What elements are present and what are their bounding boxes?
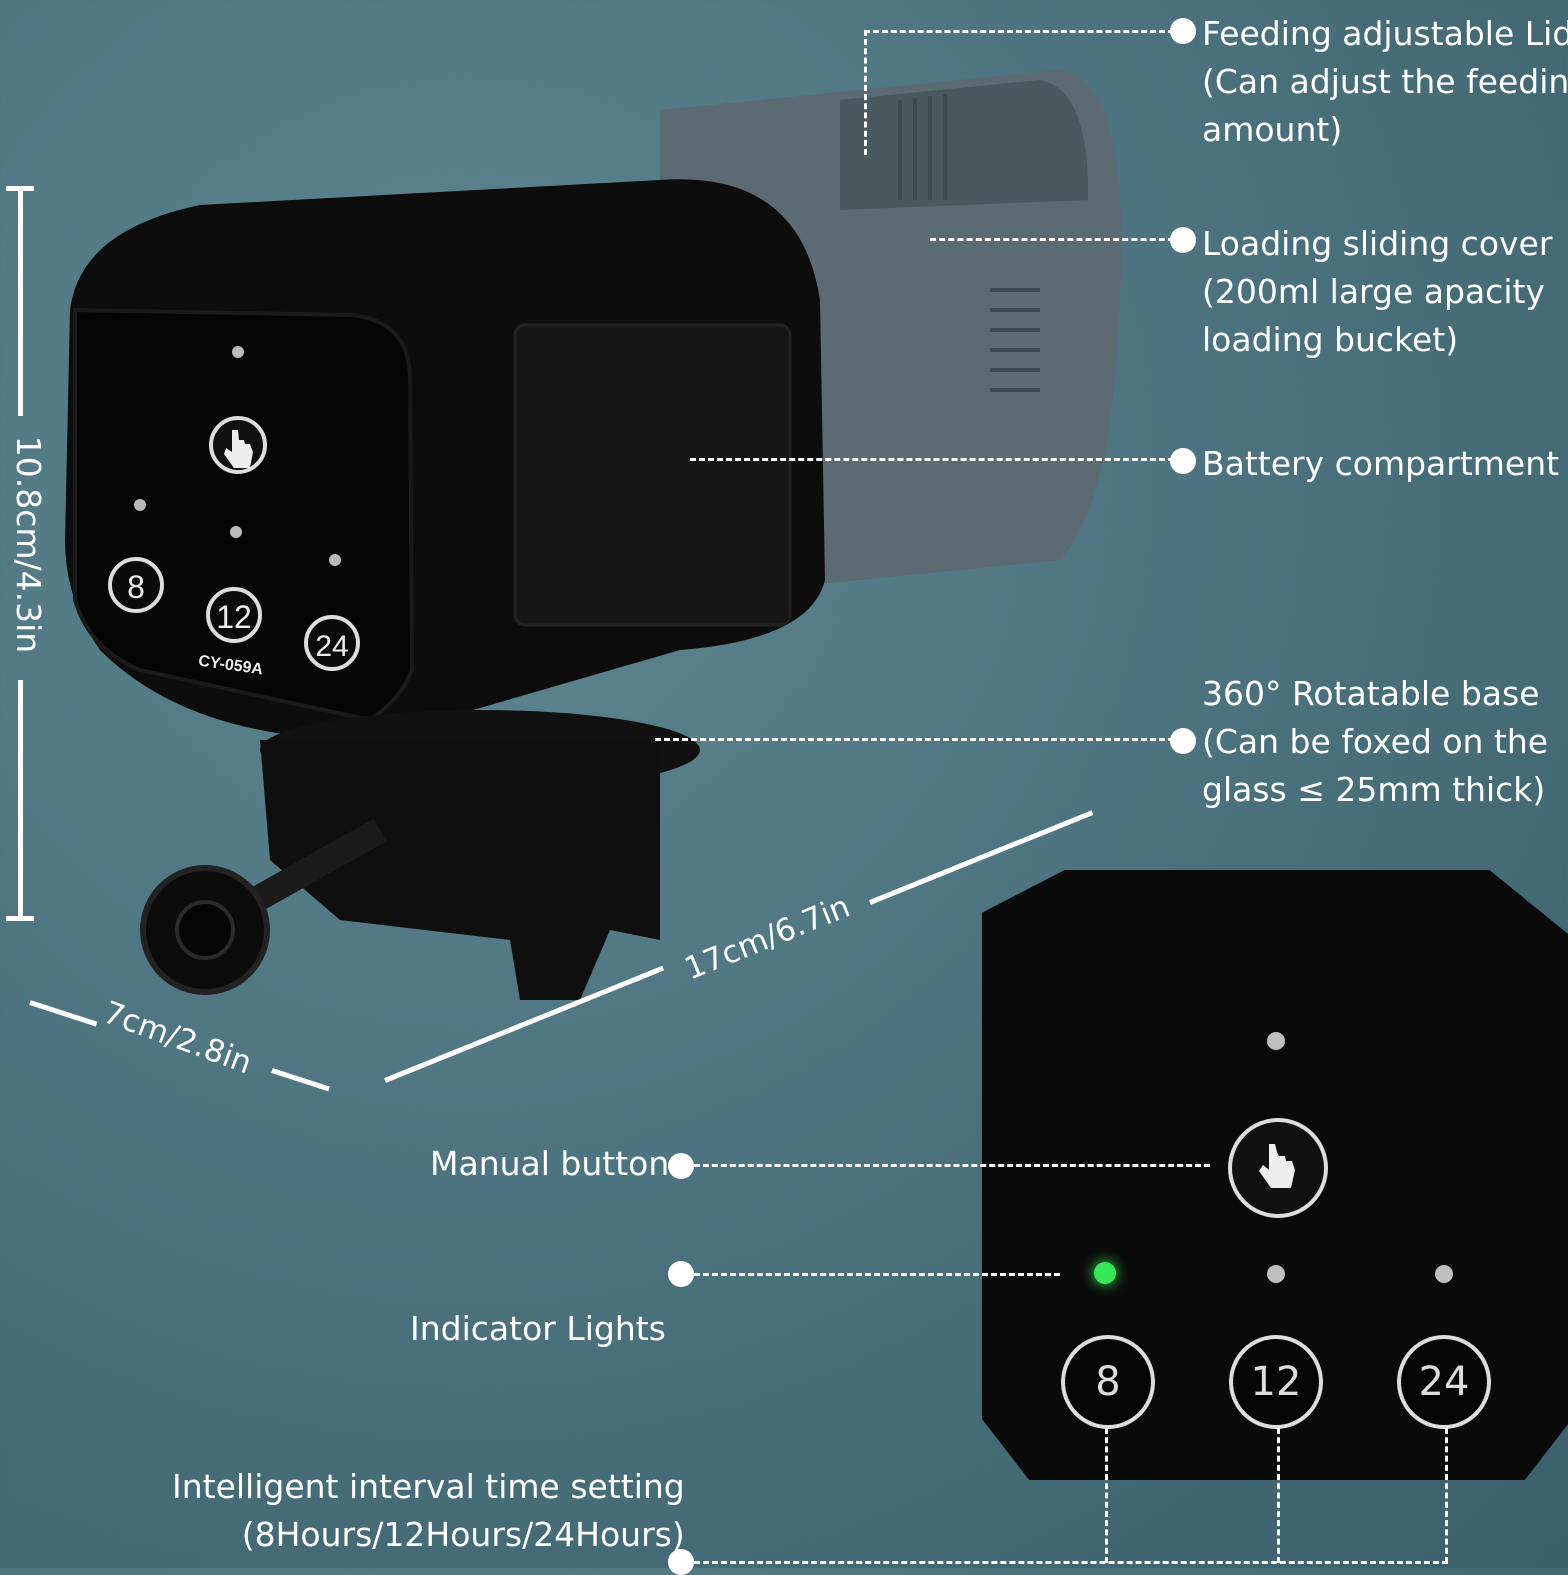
- manual-connector: [694, 1164, 1210, 1167]
- panel-button-24-label: 24: [1418, 1359, 1470, 1405]
- interval-connector-24: [1445, 1428, 1448, 1563]
- indicator-connector: [694, 1273, 1060, 1276]
- lid-dot: [1170, 18, 1196, 44]
- panel-led-12: [1267, 1265, 1285, 1283]
- device-led-8: [134, 499, 146, 511]
- panel-button-12-label: 12: [1250, 1359, 1302, 1405]
- lid-connector: [864, 30, 1174, 33]
- device-led-24: [329, 554, 341, 566]
- cover-desc-1: (200ml large apacity: [1202, 272, 1545, 311]
- panel-button-8-label: 8: [1095, 1359, 1121, 1405]
- battery-connector: [690, 458, 1174, 461]
- cover-title: Loading sliding cover: [1202, 224, 1553, 263]
- interval-connector: [694, 1561, 1448, 1564]
- battery-dot: [1170, 448, 1196, 474]
- lid-connector-vertical: [864, 30, 867, 155]
- device-button-24-label: 24: [315, 630, 348, 663]
- interval-callout: Intelligent interval time setting (8Hour…: [172, 1463, 685, 1559]
- lid-callout: Feeding adjustable Lid (Can adjust the f…: [1202, 10, 1568, 154]
- device-led-top: [232, 346, 244, 358]
- battery-callout: Battery compartment: [1202, 440, 1559, 488]
- device-led-12: [230, 526, 242, 538]
- base-connector: [655, 738, 1174, 741]
- base-title: 360° Rotatable base: [1202, 674, 1540, 713]
- interval-title: Intelligent interval time setting: [172, 1467, 685, 1506]
- panel-button-24[interactable]: 24: [1397, 1335, 1491, 1429]
- panel-led-top: [1267, 1032, 1285, 1050]
- cover-connector: [930, 238, 1174, 241]
- interval-connector-8: [1105, 1428, 1108, 1563]
- battery-title: Battery compartment: [1202, 444, 1560, 483]
- hand-pointer-icon: [1259, 1144, 1295, 1188]
- interval-desc: (8Hours/12Hours/24Hours): [241, 1515, 685, 1554]
- manual-dot: [668, 1153, 694, 1179]
- device-button-12[interactable]: [206, 587, 262, 643]
- lid-desc-1: (Can adjust the feeding: [1202, 62, 1568, 101]
- device-button-8-label: 8: [127, 569, 145, 605]
- height-marker-bottom: [6, 916, 34, 921]
- cover-callout: Loading sliding cover (200ml large apaci…: [1202, 220, 1552, 364]
- device-button-24[interactable]: [304, 615, 360, 671]
- interval-dot: [668, 1549, 694, 1575]
- clamp: [260, 740, 660, 1000]
- feeder-illustration: 8 12 24 CY-059A: [65, 70, 1122, 1000]
- height-marker-line-top: [18, 186, 23, 416]
- base-dot: [1170, 728, 1196, 754]
- base-desc-1: (Can be foxed on the: [1202, 722, 1549, 761]
- lid-desc-2: amount): [1202, 110, 1343, 149]
- panel-led-24: [1435, 1265, 1453, 1283]
- manual-callout: Manual button: [430, 1144, 670, 1183]
- battery-compartment: [513, 323, 792, 627]
- panel-button-12[interactable]: 12: [1229, 1335, 1323, 1429]
- height-marker-line-bottom: [18, 680, 23, 920]
- height-dimension: 10.8cm/4.3in: [9, 435, 49, 654]
- panel-button-8[interactable]: 8: [1061, 1335, 1155, 1429]
- base-callout: 360° Rotatable base (Can be foxed on the…: [1202, 670, 1548, 814]
- panel-led-8-active: [1094, 1262, 1116, 1284]
- panel-manual-button[interactable]: [1228, 1118, 1328, 1218]
- interval-connector-12: [1277, 1428, 1280, 1563]
- device-hand-icon: [224, 430, 253, 468]
- base-desc-2: glass ≤ 25mm thick): [1202, 770, 1546, 809]
- cover-dot: [1170, 227, 1196, 253]
- indicator-callout: Indicator Lights: [410, 1309, 666, 1348]
- indicator-dot: [668, 1261, 694, 1287]
- device-button-8[interactable]: [108, 557, 164, 613]
- cover-desc-2: loading bucket): [1202, 320, 1459, 359]
- device-button-12-label: 12: [216, 599, 252, 635]
- lid-title: Feeding adjustable Lid: [1202, 14, 1568, 53]
